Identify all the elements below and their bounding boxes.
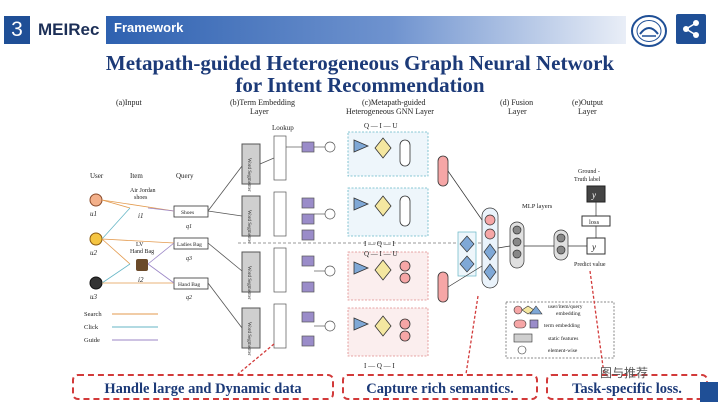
ground-truth-box — [586, 185, 606, 203]
ground-truth-label-2: Truth label — [574, 177, 601, 183]
legend-guide: Guide — [84, 337, 100, 344]
ground-truth-y: y — [591, 190, 596, 200]
page-title: Metapath-guided Heterogeneous Graph Neur… — [105, 51, 615, 75]
col-user: User — [90, 172, 104, 180]
legend-search: Search — [84, 311, 102, 318]
term-embedding-blocks — [259, 135, 336, 349]
panel-gnn-label: (c)Metapath-guided — [362, 98, 426, 107]
top-bar: 3 MEIRec Framework — [0, 0, 720, 50]
panel-term-label: (b)Term Embedding — [230, 98, 295, 107]
page-subtitle: for Intent Recommendation — [235, 73, 485, 97]
word-segmenters — [241, 143, 261, 349]
item-i2-line2: Hand Bag — [130, 249, 154, 255]
segmenter-label-2: Word Segmenter — [246, 210, 251, 244]
item-i2-line1: LV — [136, 242, 144, 248]
svg-text:u2: u2 — [90, 249, 98, 257]
loss-label: loss — [589, 219, 600, 226]
query-id-q3: q3 — [186, 256, 192, 262]
lookup-label: Lookup — [272, 124, 294, 132]
user-u1: u1 — [89, 193, 103, 218]
framework-diagram: (a)Input (b)Term Embedding Layer (c)Meta… — [84, 98, 615, 375]
segmenter-label-3: Word Segmenter — [246, 266, 251, 300]
query-id-q1: q1 — [186, 224, 192, 230]
segmenter-label-1: Word Segmenter — [246, 158, 251, 192]
callout-lines — [237, 270, 605, 375]
mlp-label: MLP layers — [522, 203, 553, 210]
query-shoes: Shoes — [181, 210, 194, 216]
svg-text:u3: u3 — [90, 293, 98, 301]
item-i1-line2: shoes — [134, 195, 148, 201]
legend-item-5: element-wise — [548, 348, 578, 354]
query-box-shoes — [173, 205, 209, 218]
legend-symbols — [513, 305, 543, 355]
predict-y: y — [591, 242, 596, 252]
panel-output-label-2: Layer — [578, 107, 597, 116]
corner-tab — [700, 382, 718, 402]
section-bar — [106, 16, 626, 44]
caption-large-dynamic-data: Handle large and Dynamic data — [72, 374, 334, 400]
brand-name: MEIRec — [38, 20, 100, 39]
section-label: Framework — [114, 20, 184, 35]
item-i2-id: i2 — [138, 276, 144, 284]
university-logo-icon — [631, 15, 667, 47]
panel-output-label: (e)Output — [572, 98, 604, 107]
metapath-iqi-bottom: I — Q — I — [364, 362, 395, 370]
legend-click: Click — [84, 324, 99, 331]
predict-label: Predict value — [574, 262, 606, 268]
mlp-layers — [497, 221, 569, 269]
panel-gnn-label-2: Heterogeneous GNN Layer — [346, 107, 434, 116]
item-i1-line1: Air Jordan — [130, 188, 156, 194]
panel-fusion-label-2: Layer — [508, 107, 527, 116]
watermark: 图与推荐 — [600, 366, 649, 380]
legend-item-1: user/item/query — [548, 304, 583, 310]
metapath-qiu-mid: Q — I — U — [364, 250, 397, 258]
segmenter-label-4: Word Segmenter — [246, 322, 251, 356]
col-item: Item — [130, 172, 143, 180]
ground-truth-label-1: Ground - — [578, 169, 600, 175]
item-i1-id: i1 — [138, 212, 143, 220]
panel-term-label-2: Layer — [250, 107, 269, 116]
legend-item-2: embedding — [556, 311, 581, 317]
col-query: Query — [176, 172, 194, 180]
fusion-layer — [447, 170, 499, 289]
caption-rich-semantics: Capture rich semantics. — [342, 374, 538, 400]
legend-item-4: static features — [548, 335, 578, 342]
panel-fusion-label: (d) Fusion — [500, 98, 533, 107]
user-u3: u3 — [89, 276, 103, 301]
predict-box — [586, 237, 606, 255]
share-button[interactable] — [676, 14, 706, 44]
input-edges — [101, 165, 243, 329]
query-ladies-bag: Ladies Bag — [177, 242, 202, 248]
metapath-qiu-top: Q — I — U — [364, 122, 397, 130]
metapath-iqi: I — Q — I — [364, 240, 395, 248]
slide-number: 3 — [4, 16, 30, 44]
panel-input-label: (a)Input — [116, 98, 143, 107]
svg-text:u1: u1 — [90, 210, 97, 218]
user-u2: u2 — [89, 232, 103, 257]
legend-item-3: term embedding — [544, 323, 580, 329]
query-hand-bag: Hand Bag — [178, 282, 200, 288]
handbag-icon — [136, 259, 148, 271]
gnn-blocks — [347, 131, 449, 357]
query-id-q2: q2 — [186, 295, 192, 301]
output-arrows — [568, 202, 597, 247]
share-icon — [683, 20, 699, 38]
